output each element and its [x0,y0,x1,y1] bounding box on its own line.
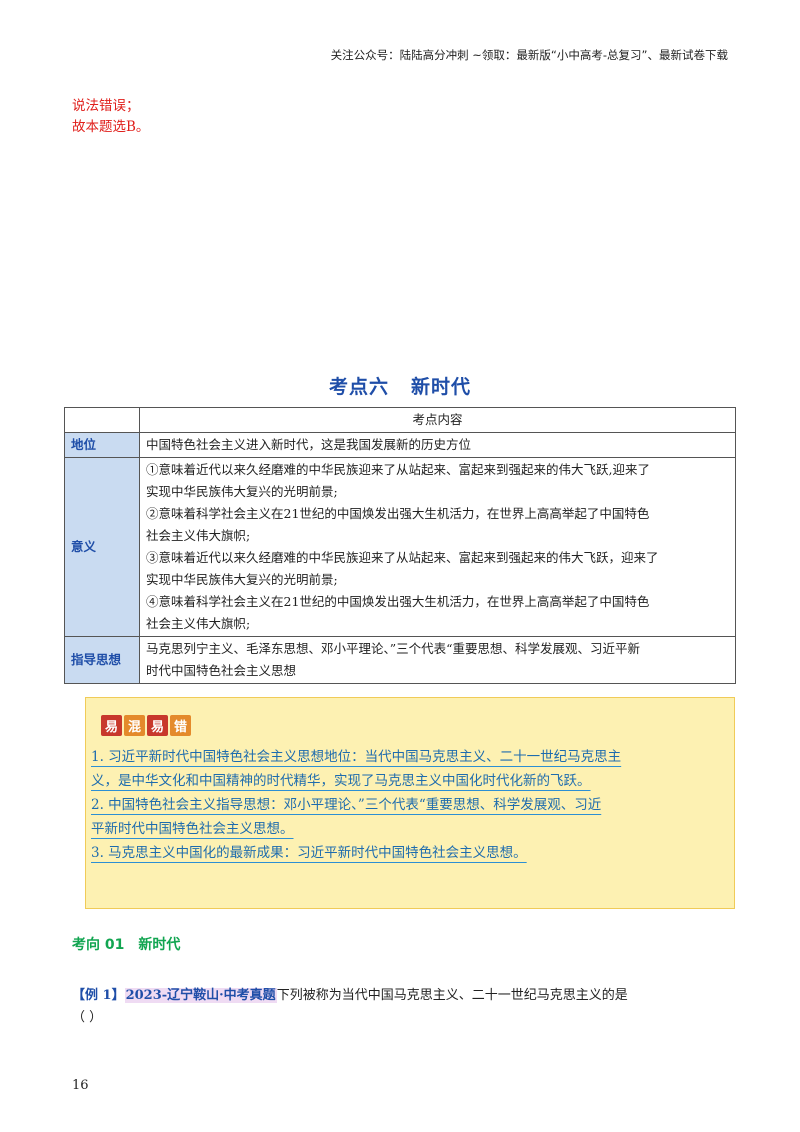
page-number: 16 [72,1078,89,1093]
table-row: 意义 ①意味着近代以来久经磨难的中华民族迎来了从站起来、富起来到强起来的伟大飞跃… [64,457,736,637]
topic-name: 新时代 [138,937,181,953]
section-number: 考点六 [328,376,389,398]
error-prone-list: 1. 习近平新时代中国特色社会主义思想地位：当代中国马克思主义、二十一世纪马克思… [91,745,723,865]
answer-blank: （ ） [72,1010,103,1025]
content-line: ④意味着科学社会主义在21世纪的中国焕发出强大生机活力，在世界上高高举起了中国特… [146,594,650,609]
question-line: 【例 1】2023-辽宁鞍山·中考真题下列被称为当代中国马克思主义、二十一世纪马… [72,985,732,1007]
table-header-cell: 考点内容 [139,407,736,433]
knowledge-table: 考点内容 地位 中国特色社会主义进入新时代，这是我国发展新的历史方位 意义 ①意… [64,407,736,684]
content-line: 时代中国特色社会主义思想 [146,663,297,678]
error-prone-line: 2. 中国特色社会主义指导思想：邓小平理论、”三个代表“重要思想、科学发展观、习… [91,797,602,813]
error-prone-line: 3. 马克思主义中国化的最新成果：习近平新时代中国特色社会主义思想。 [91,845,527,861]
table-row: 地位 中国特色社会主义进入新时代，这是我国发展新的历史方位 [64,432,736,458]
example-tag: 【例 1】 [72,988,125,1003]
table-row: 指导思想 马克思列宁主义、毛泽东思想、邓小平理论、”三个代表“重要思想、科学发展… [64,636,736,684]
answer-line: 说法错误； [72,98,140,114]
content-line: 社会主义伟大旗帜; [146,528,251,543]
topic-number: 考向 01 [72,937,125,953]
content-line: 实现中华民族伟大复兴的光明前景; [146,572,338,587]
content-line: ②意味着科学社会主义在21世纪的中国焕发出强大生机活力，在世界上高高举起了中国特… [146,506,650,521]
row-content: 中国特色社会主义进入新时代，这是我国发展新的历史方位 [139,432,736,458]
error-prone-line: 1. 习近平新时代中国特色社会主义思想地位：当代中国马克思主义、二十一世纪马克思… [91,749,622,765]
badge-char: 易 [147,715,168,736]
section-title: 考点六新时代 [0,372,800,399]
content-line: 马克思列宁主义、毛泽东思想、邓小平理论、”三个代表“重要思想、科学发展观、习近平… [146,641,641,656]
badge-char: 混 [124,715,145,736]
table-header-row: 考点内容 [64,407,736,433]
row-label: 意义 [64,457,140,637]
row-content: ①意味着近代以来久经磨难的中华民族迎来了从站起来、富起来到强起来的伟大飞跃,迎来… [139,457,736,637]
error-prone-line: 义，是中华文化和中国精神的时代精华，实现了马克思主义中国化时代化新的飞跃。 [91,773,591,789]
answer-line: 故本题选B。 [72,119,150,135]
row-content: 马克思列宁主义、毛泽东思想、邓小平理论、”三个代表“重要思想、科学发展观、习近平… [139,636,736,684]
section-name: 新时代 [411,376,472,398]
error-prone-box: 易 混 易 错 1. 习近平新时代中国特色社会主义思想地位：当代中国马克思主义、… [85,697,735,909]
answer-block: 说法错误； 故本题选B。 [72,96,149,138]
page-header: 关注公众号：陆陆高分冲刺 ~领取：最新版“小中高考-总复习”、最新试卷下载 [330,48,728,62]
content-line: 社会主义伟大旗帜; [146,616,251,631]
example-question: 【例 1】2023-辽宁鞍山·中考真题下列被称为当代中国马克思主义、二十一世纪马… [72,985,732,1029]
table-corner-cell [64,407,140,433]
error-prone-line: 平新时代中国特色社会主义思想。 [91,821,294,837]
topic-heading: 考向 01 新时代 [72,934,180,954]
content-line: 中国特色社会主义进入新时代，这是我国发展新的历史方位 [146,437,472,452]
row-label: 指导思想 [64,636,140,684]
error-prone-badges: 易 混 易 错 [101,715,191,736]
question-text: 下列被称为当代中国马克思主义、二十一世纪马克思主义的是 [276,988,628,1003]
badge-char: 易 [101,715,122,736]
content-line: ③意味着近代以来久经磨难的中华民族迎来了从站起来、富起来到强起来的伟大飞跃，迎来… [146,550,659,565]
content-line: 实现中华民族伟大复兴的光明前景; [146,484,338,499]
content-line: ①意味着近代以来久经磨难的中华民族迎来了从站起来、富起来到强起来的伟大飞跃,迎来… [146,462,650,477]
row-label: 地位 [64,432,140,458]
example-source: 2023-辽宁鞍山·中考真题 [124,988,277,1003]
badge-char: 错 [170,715,191,736]
